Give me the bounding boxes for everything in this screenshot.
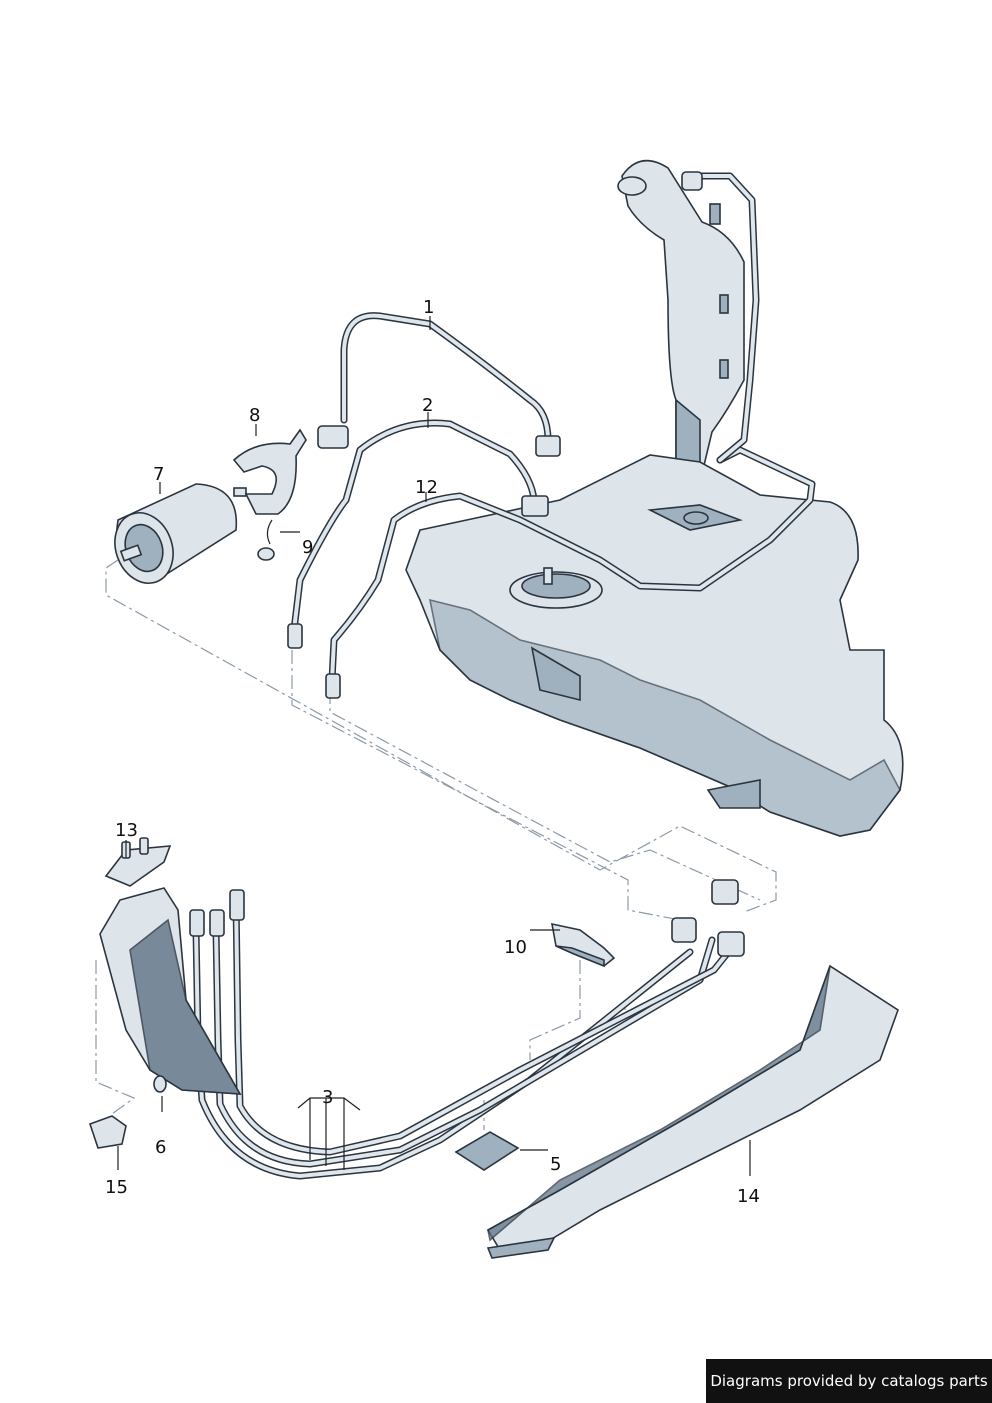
- line-shield: [99, 887, 242, 1095]
- underbody-cover-14: [486, 964, 899, 1259]
- callout-9: 9: [302, 537, 313, 558]
- callout-13: 13: [115, 820, 138, 841]
- clip-15: [88, 1115, 127, 1149]
- pad-5: [454, 1131, 520, 1171]
- callout-14: 14: [737, 1186, 760, 1207]
- upper-fuel-lines: [287, 171, 816, 699]
- fuel-tank: [405, 159, 904, 837]
- holder-10: [550, 922, 616, 968]
- fuel-filter: [114, 483, 247, 584]
- callout-labels: 1 2 3 5 6 7 8 9 10 12 13 14 15: [105, 297, 760, 1207]
- callout-12: 12: [415, 477, 438, 498]
- callout-6: 6: [155, 1137, 166, 1158]
- callout-1: 1: [423, 297, 434, 318]
- bracket-13: [104, 837, 172, 887]
- leader-lines: [117, 316, 751, 1176]
- callout-8: 8: [249, 405, 260, 426]
- retaining-clip: [257, 519, 275, 561]
- callout-7: 7: [153, 464, 164, 485]
- callout-10: 10: [504, 937, 527, 958]
- lower-fuel-lines: [189, 879, 745, 1180]
- filter-holder: [232, 428, 307, 515]
- credit-text: Diagrams provided by catalogs parts: [710, 1372, 988, 1390]
- callout-2: 2: [422, 395, 433, 416]
- callout-5: 5: [550, 1154, 561, 1175]
- callout-3: 3: [322, 1087, 333, 1108]
- credit-banner: Diagrams provided by catalogs parts: [706, 1359, 992, 1403]
- callout-15: 15: [105, 1177, 128, 1198]
